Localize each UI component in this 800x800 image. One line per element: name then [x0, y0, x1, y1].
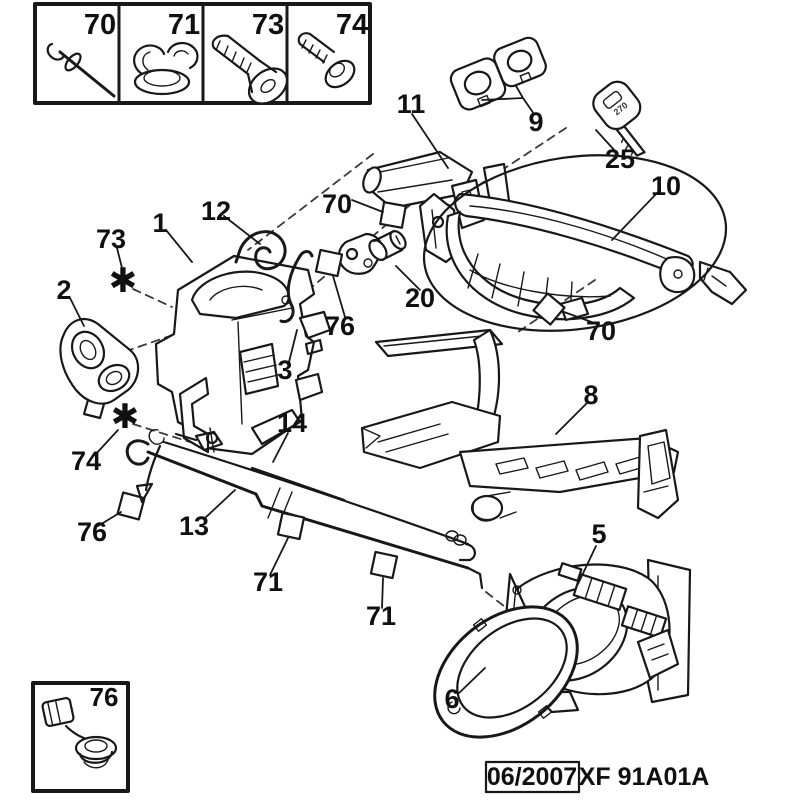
callout-70-upper: 70 [322, 189, 352, 219]
part-20-lock-barrel [337, 229, 407, 275]
callout-12: 12 [201, 196, 231, 226]
leader-lines [69, 85, 659, 695]
part-2-door-striker [59, 317, 140, 420]
legend-cell-70-number: 70 [84, 9, 116, 41]
part-10-exterior-handle [418, 162, 748, 322]
routing-arrow-icon [135, 444, 162, 504]
clip-legend-box [31, 681, 130, 793]
page-code: XF 91A01A [579, 763, 710, 791]
callout-14: 14 [277, 408, 307, 438]
flange-screw-icon [297, 32, 356, 89]
callout-13: 13 [179, 511, 209, 541]
callout-76-middle: 76 [325, 311, 355, 341]
legend-cell-74-number: 74 [336, 9, 368, 41]
callout-73: 73 [96, 224, 126, 254]
footer: 06/2007 XF 91A01A [484, 760, 710, 794]
legend-cell-71-number: 71 [168, 9, 200, 41]
callout-74: 74 [71, 446, 101, 476]
fastener-mark-73-icon: ✱ [109, 261, 138, 301]
callout-70-lower: 70 [586, 316, 616, 346]
part-12-spring-clip [234, 230, 287, 271]
callout-3: 3 [277, 355, 292, 385]
grommet-clip-icon [133, 42, 199, 96]
part-1-door-lock [154, 254, 332, 456]
part-9-gaskets [449, 36, 547, 111]
callout-10: 10 [651, 171, 681, 201]
callout-1: 1 [152, 208, 167, 238]
callout-76-lower: 76 [77, 517, 107, 547]
callout-6: 6 [444, 684, 459, 714]
fastener-legend-table [33, 2, 372, 105]
rivet-icon [46, 42, 116, 98]
fastener-mark-74-icon: ✱ [111, 397, 140, 437]
fastener-marks: ✱ ✱ [109, 261, 140, 437]
part-3-link-rod [279, 250, 314, 324]
callout-25: 25 [605, 144, 635, 174]
part-13-control-rod [125, 439, 484, 590]
part-6-bezel-ring [433, 605, 579, 739]
callout-11: 11 [397, 89, 426, 119]
legend-cell-73-number: 73 [252, 9, 284, 41]
callout-20: 20 [405, 283, 435, 313]
fastener-location-squares [116, 201, 566, 580]
part-25-key: 270 [592, 80, 646, 157]
part-14-cable [148, 427, 476, 562]
part-8-support-frame [360, 328, 680, 522]
callout-5: 5 [591, 519, 606, 549]
clip-grommet-icon [41, 696, 118, 769]
callout-8: 8 [583, 380, 598, 410]
callout-9: 9 [528, 107, 543, 137]
clip-box-number: 76 [90, 682, 119, 712]
torx-screw-icon [211, 34, 289, 105]
callout-71-left: 71 [253, 567, 283, 597]
highlight-ellipse-part-10 [422, 154, 728, 332]
revision-date: 06/2007 [487, 763, 577, 791]
callout-71-right: 71 [366, 601, 396, 631]
part-number-labels: 70 71 73 74 76 11 9 25 10 12 70 73 1 2 2… [56, 9, 681, 714]
callout-2: 2 [56, 275, 71, 305]
date-box [484, 760, 581, 794]
